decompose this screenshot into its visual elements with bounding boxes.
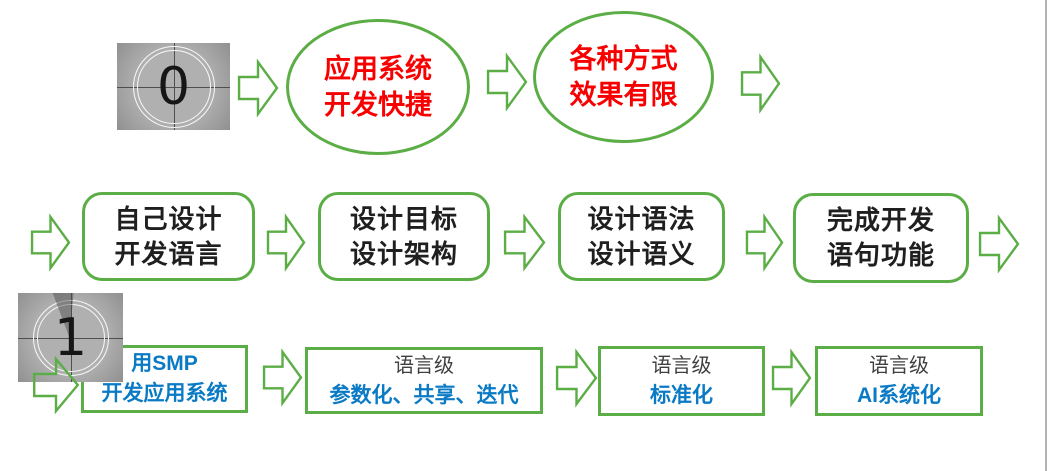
node-language-level-ai-systemization: 语言级 AI系统化 [815,346,983,416]
node-self-design-language: 自己设计 开发语言 [82,192,255,281]
flow-arrow-icon [556,350,597,406]
node-label-line: AI系统化 [857,384,941,407]
node-label-line: 设计架构 [349,238,458,269]
node-label-line: 设计目标 [349,203,458,234]
flow-arrow-icon [33,357,79,413]
node-label-line: 开发快捷 [324,90,432,120]
countdown-ring-inner [36,303,105,372]
node-label-line: 语言级 [651,355,712,377]
node-design-syntax-semantics: 设计语法 设计语义 [558,192,725,281]
film-countdown-0-image: 0 [117,43,230,130]
node-label-line: 标准化 [650,384,713,407]
node-language-level-parameterization: 语言级 参数化、共享、迭代 [305,347,543,414]
flow-arrow-icon [979,216,1019,272]
flow-arrow-icon [263,350,302,405]
node-app-system-quick: 应用系统 开发快捷 [286,19,470,155]
node-label-line: 效果有限 [569,80,678,110]
node-complete-dev-functions: 完成开发 语句功能 [793,193,969,283]
node-label-line: 开发语言 [114,238,223,269]
countdown-number: 0 [156,56,191,117]
flow-arrow-icon [746,215,783,270]
node-language-level-standardization: 语言级 标准化 [598,346,765,416]
flow-arrow-icon [741,55,780,112]
node-label-line: 完成开发 [826,205,935,235]
node-design-goal-architecture: 设计目标 设计架构 [318,192,490,281]
node-label-line: 自己设计 [114,203,223,234]
node-label-line: 设计语法 [587,203,696,234]
flow-arrow-icon [31,215,70,270]
node-various-methods-limited: 各种方式 效果有限 [533,11,714,143]
countdown-ring-outer [132,45,215,128]
flow-arrow-icon [238,60,278,116]
node-label-line: 语句功能 [826,240,935,270]
flow-arrow-icon [267,215,305,270]
slide-right-border [1045,0,1047,471]
flow-arrow-icon [487,54,527,110]
node-label-line: 各种方式 [569,44,678,74]
node-label-line: 设计语义 [587,238,696,269]
flow-arrow-icon [504,215,545,270]
node-label-line: 应用系统 [324,54,432,84]
node-label-line: 用SMP [131,352,198,375]
node-label-line: 开发应用系统 [101,382,228,405]
film-countdown-1-image: 1 [18,293,123,382]
node-label-line: 语言级 [394,354,454,377]
node-label-line: 参数化、共享、迭代 [329,383,519,407]
flow-arrow-icon [772,350,811,406]
countdown-ring-inner [136,49,211,124]
countdown-number: 1 [53,307,88,368]
node-label-line: 语言级 [869,355,929,377]
